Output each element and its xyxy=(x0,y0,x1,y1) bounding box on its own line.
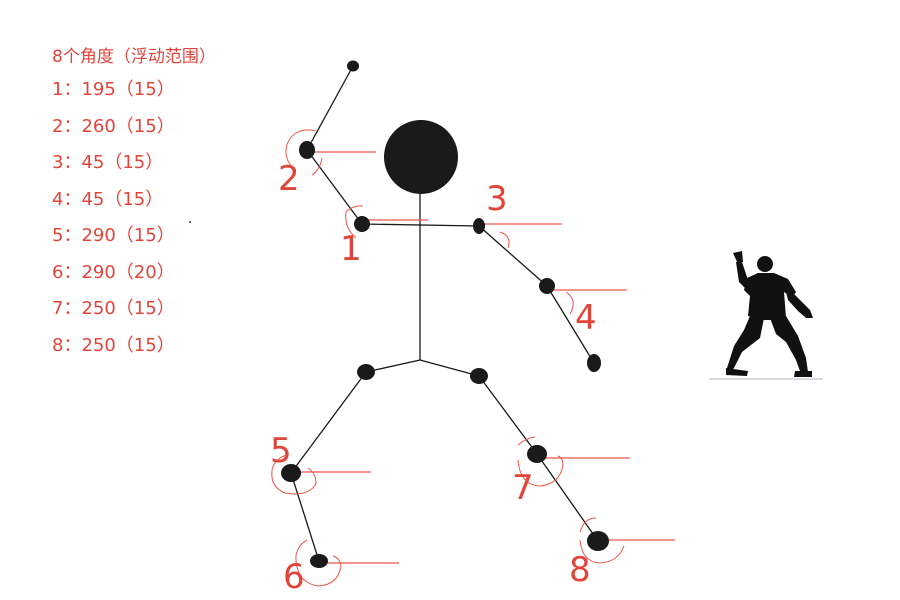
angle-arc-6 xyxy=(295,539,342,587)
joint-label-5: 5 xyxy=(270,431,292,471)
joint-label-4: 4 xyxy=(575,298,597,338)
joint-right-hip xyxy=(470,368,488,384)
legend-item-7: 7：250（15） xyxy=(52,298,175,319)
joint-left-foot xyxy=(310,554,328,568)
joint-right-shoulder xyxy=(473,218,485,234)
joint-number-labels: 1 2 3 4 5 6 7 8 xyxy=(270,159,597,597)
reference-lines xyxy=(291,151,675,564)
legend-item-6: 6：290（20） xyxy=(52,261,175,283)
joint-label-1: 1 xyxy=(340,229,362,269)
joint-right-knee xyxy=(527,445,547,463)
joints xyxy=(281,60,609,568)
angle-arc-8 xyxy=(579,517,625,564)
stray-dot xyxy=(189,221,191,223)
bone-left-thigh xyxy=(290,371,367,474)
joint-left-hand xyxy=(347,60,359,72)
bone-right-upper-arm xyxy=(478,225,548,287)
angle-arc-2 xyxy=(285,129,317,171)
bone-left-hip xyxy=(365,359,421,373)
legend-item-3: 3：45（15） xyxy=(52,152,164,173)
joint-label-3: 3 xyxy=(486,179,508,219)
head xyxy=(384,120,458,194)
bone-left-forearm xyxy=(306,65,354,151)
joint-label-8: 8 xyxy=(569,550,591,590)
bone-right-hip xyxy=(419,359,480,377)
joint-right-hand xyxy=(587,354,601,372)
bone-right-forearm xyxy=(546,285,595,364)
angle-arc-7 xyxy=(517,436,564,487)
angle-legend: 8个角度（浮动范围） 1：195（15） 2：260（15） 3：45（15） … xyxy=(52,42,282,364)
legend-item-5: 5：290（15） xyxy=(52,225,175,246)
skeleton-lines xyxy=(290,65,599,562)
joint-label-2: 2 xyxy=(278,159,300,199)
joint-right-elbow xyxy=(539,278,555,294)
angle-arc-1 xyxy=(345,205,364,239)
angle-arcs xyxy=(271,129,625,587)
legend-item-4: 4：45（15） xyxy=(52,188,164,210)
legend-item-2: 2：260（15） xyxy=(52,115,175,137)
joint-left-elbow xyxy=(299,141,315,159)
bone-right-shin xyxy=(536,453,599,542)
bone-left-upper-arm xyxy=(306,149,363,225)
karate-stance-figure-icon xyxy=(709,251,823,380)
legend-title: 8个角度（浮动范围） xyxy=(52,47,216,67)
joint-left-hip xyxy=(357,364,375,380)
joint-label-7: 7 xyxy=(512,468,534,508)
joint-left-knee xyxy=(281,464,301,482)
angle-arc-4 xyxy=(565,291,574,315)
bone-right-thigh xyxy=(478,375,538,455)
angle-arc-5 xyxy=(271,454,317,495)
joint-right-foot xyxy=(587,531,609,551)
bone-left-shin xyxy=(290,472,320,562)
joint-label-6: 6 xyxy=(283,557,305,597)
joint-left-shoulder xyxy=(354,216,370,232)
legend-item-1: 1：195（15） xyxy=(52,79,175,100)
angle-arc-3 xyxy=(499,231,510,249)
legend-item-8: 8：250（15） xyxy=(52,334,175,356)
angle-arc-2b xyxy=(311,157,323,176)
